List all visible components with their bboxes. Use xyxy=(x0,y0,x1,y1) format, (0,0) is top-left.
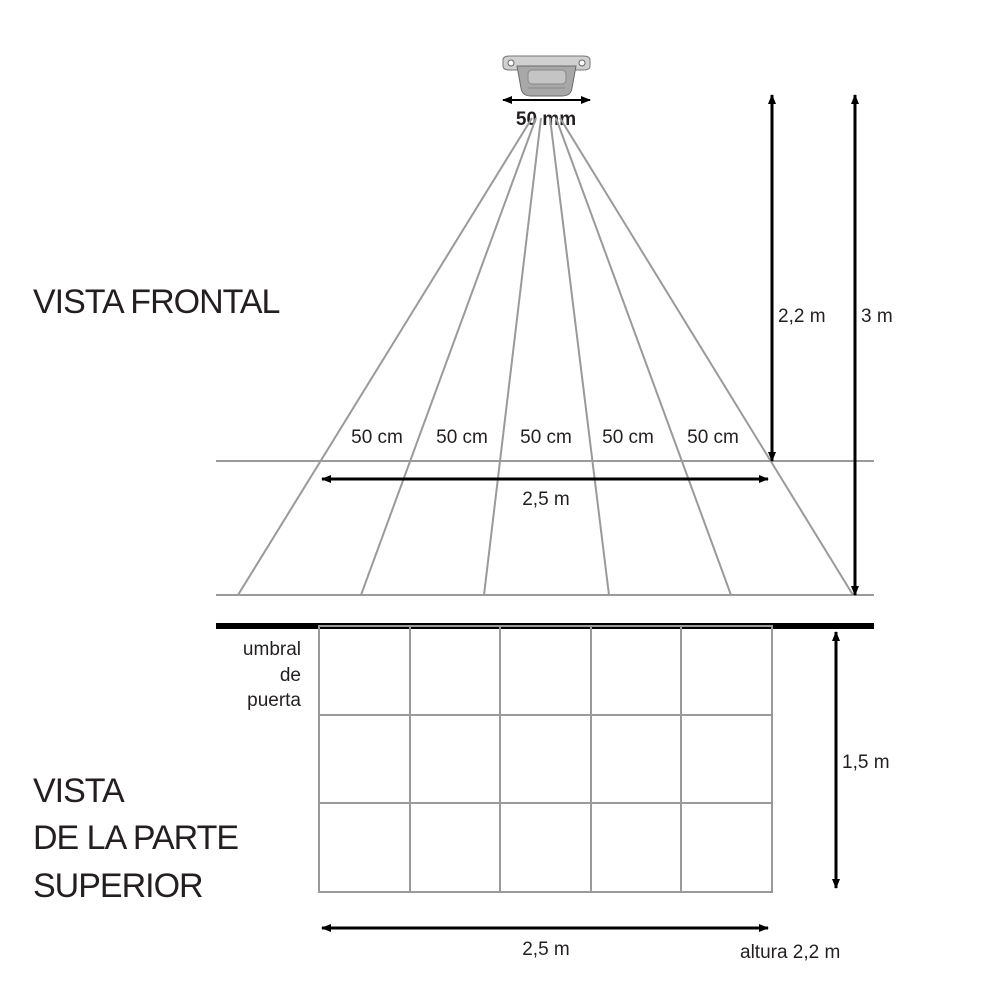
front-view-title: VISTA FRONTAL xyxy=(33,283,280,321)
zone-label: 50 cm xyxy=(351,427,403,448)
top-view-title-line: SUPERIOR xyxy=(33,867,203,905)
coverage-grid xyxy=(318,625,773,893)
beam-line xyxy=(483,117,542,596)
zone-label: 50 cm xyxy=(436,427,488,448)
beam-line xyxy=(555,117,732,596)
height-outer-label: 3 m xyxy=(861,306,893,327)
sensor-width-label: 50 mm xyxy=(516,109,576,130)
front-width-label: 2,5 m xyxy=(522,489,570,510)
zone-label: 50 cm xyxy=(602,427,654,448)
threshold-label-line: puerta xyxy=(247,690,301,711)
beam-line xyxy=(237,117,533,596)
zone-label: 50 cm xyxy=(520,427,572,448)
zone-label: 50 cm xyxy=(687,427,739,448)
grid-outline xyxy=(318,625,773,893)
top-view-title-line: DE LA PARTE xyxy=(33,819,238,857)
beam-line xyxy=(549,117,610,596)
threshold-label-line: umbral xyxy=(243,639,301,660)
beam-line xyxy=(559,117,854,596)
top-view-title-line: VISTA xyxy=(33,772,125,810)
detection-beams xyxy=(237,117,854,596)
motion-sensor-icon xyxy=(502,55,591,97)
threshold-label-line: de xyxy=(280,665,301,686)
depth-label: 1,5 m xyxy=(842,752,890,773)
height-inner-label: 2,2 m xyxy=(778,306,826,327)
mount-height-label: altura 2,2 m xyxy=(740,942,840,963)
beam-line xyxy=(360,117,537,596)
top-width-label: 2,5 m xyxy=(522,939,570,960)
